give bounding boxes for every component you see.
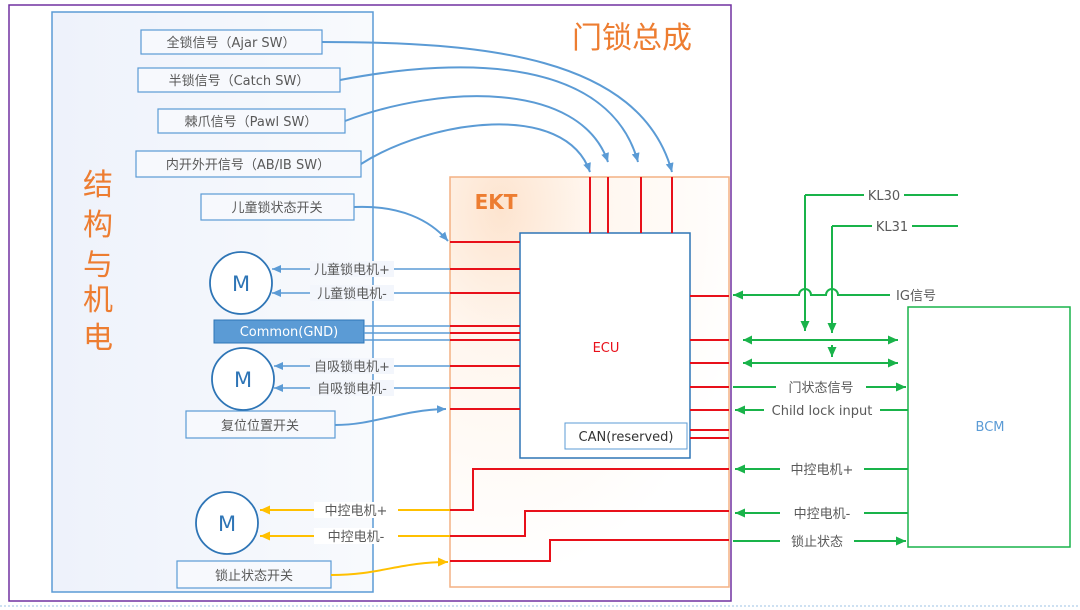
child-lock-motor-icon: M (209, 251, 273, 315)
motor-symbol-3: M (218, 512, 236, 536)
ajar-arrow (321, 41, 674, 173)
ajar-switch-box: 全锁信号（Ajar SW） (140, 29, 323, 55)
reset-switch-box: 复位位置开关 (185, 410, 336, 439)
lock-status-label: 锁止状态 (791, 534, 843, 550)
suction-lock-motor-icon: M (211, 347, 275, 411)
can-box (564, 422, 688, 450)
suction-motor-minus-label: 自吸锁电机- (317, 381, 387, 397)
common-gnd-label: Common(GND) (240, 325, 339, 340)
central-motor-minus-label-right: 中控电机- (794, 507, 851, 522)
catch-switch-label: 半锁信号（Catch SW） (169, 73, 310, 89)
lock-status-switch-label: 锁止状态开关 (215, 568, 293, 584)
lock-status-switch-box: 锁止状态开关 (176, 560, 332, 589)
can-label: CAN(reserved) (579, 430, 674, 445)
child-lock-switch-label: 儿童锁状态开关 (231, 200, 322, 216)
ecu-label: ECU (593, 341, 620, 356)
child-motor-minus-label: 儿童锁电机- (317, 286, 387, 302)
reset-switch-arrow (334, 405, 447, 426)
child-lock-switch-box: 儿童锁状态开关 (200, 193, 355, 221)
central-motor-plus-label-left: 中控电机+ (325, 504, 388, 519)
assembly-title: 门锁总成 (572, 21, 692, 56)
vertical-label-2: 构 (83, 208, 113, 243)
kl31-label: KL31 (876, 220, 908, 235)
motor-symbol-2: M (234, 368, 252, 392)
child-motor-plus-label: 儿童锁电机+ (314, 262, 390, 278)
child-lock-input-label: Child lock input (772, 404, 873, 419)
suction-motor-plus-label: 自吸锁电机+ (314, 359, 390, 375)
catch-arrow (339, 66, 640, 163)
bcm-label: BCM (976, 420, 1005, 435)
abib-switch-box: 内开外开信号（AB/IB SW） (135, 150, 362, 178)
vertical-label-5: 电 (83, 321, 113, 356)
common-gnd-box: Common(GND) (213, 319, 365, 344)
central-lock-motor-icon: M (195, 491, 259, 555)
vertical-label-4: 机 (83, 283, 113, 318)
bcm-box (907, 306, 1071, 548)
switch-signal-arrows (321, 41, 674, 426)
pawl-arrow (344, 95, 609, 163)
ecu-box (519, 232, 691, 459)
vertical-label-3: 与 (83, 248, 113, 283)
ig-signal-label: IG信号 (896, 289, 936, 304)
bcm-signal-labels: KL30 KL31 IG信号 门状态信号 Child lock input 中控… (764, 187, 946, 550)
ajar-switch-label: 全锁信号（Ajar SW） (166, 35, 295, 51)
pawl-switch-label: 棘爪信号（Pawl SW） (185, 115, 318, 130)
motor-symbol-1: M (232, 272, 250, 296)
kl30-label: KL30 (868, 189, 900, 204)
door-lock-assembly-frame (8, 4, 732, 602)
motor-line-labels: 儿童锁电机+ 儿童锁电机- 自吸锁电机+ 自吸锁电机- (310, 261, 394, 397)
abib-arrow (360, 123, 591, 173)
ekt-label: EKT (475, 190, 518, 214)
central-line-labels: 中控电机+ 中控电机- (314, 502, 398, 545)
child-lock-switch-arrow (353, 205, 449, 242)
door-status-label: 门状态信号 (788, 381, 853, 396)
catch-switch-box: 半锁信号（Catch SW） (137, 67, 341, 93)
ekt-internal-wiring (450, 177, 729, 562)
abib-switch-label: 内开外开信号（AB/IB SW） (166, 157, 330, 173)
central-motor-plus-label-right: 中控电机+ (791, 463, 854, 478)
pawl-switch-box: 棘爪信号（Pawl SW） (157, 108, 346, 134)
central-motor-minus-label-left: 中控电机- (328, 530, 385, 545)
vertical-label-1: 结 (83, 168, 113, 203)
reset-switch-label: 复位位置开关 (221, 419, 299, 434)
